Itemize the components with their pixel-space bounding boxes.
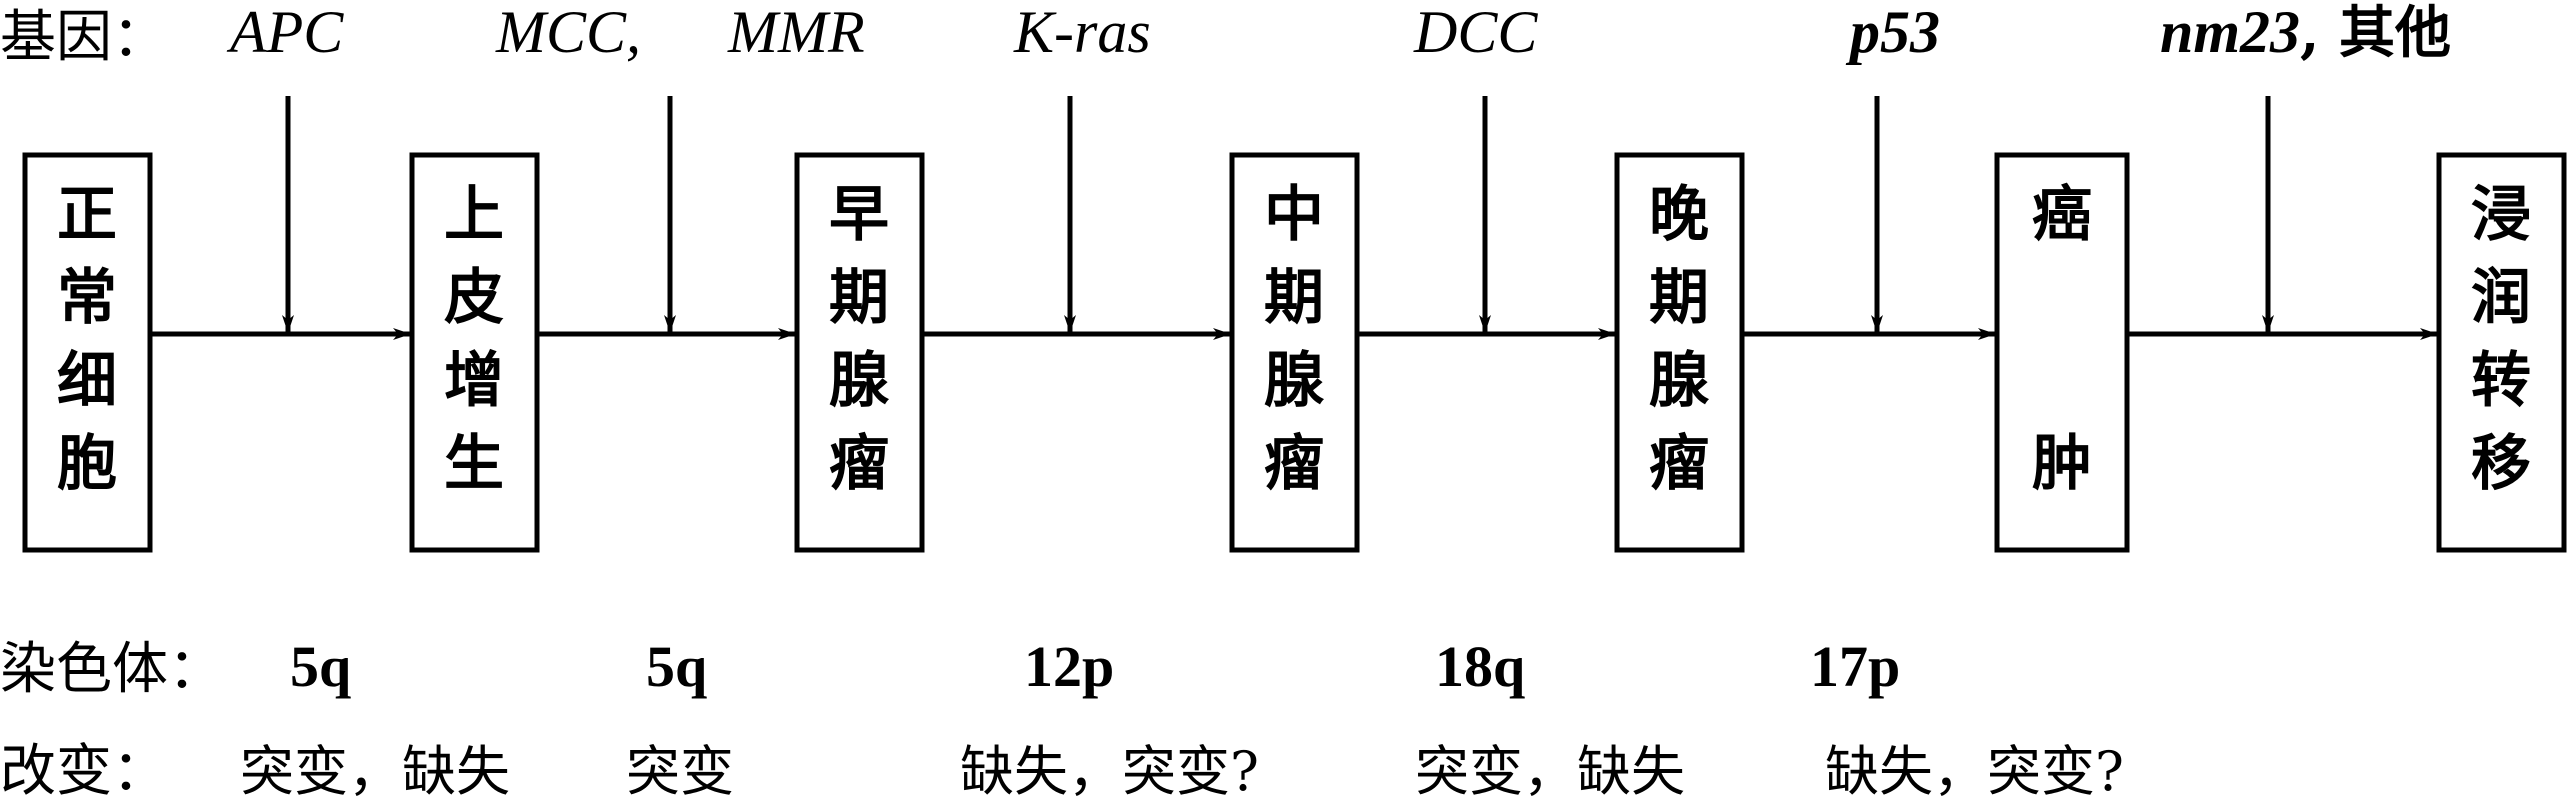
gene-label: APC bbox=[226, 0, 344, 65]
gene-row-label: 基因： bbox=[0, 5, 168, 70]
change-row-label: 改变： bbox=[0, 739, 168, 804]
change-value: 突变 bbox=[626, 740, 734, 803]
change-value: 缺失，突变? bbox=[960, 740, 1259, 803]
stage-char: 上 bbox=[444, 180, 504, 250]
stage-char: 晚 bbox=[1649, 180, 1709, 250]
stage-char: 期 bbox=[1649, 263, 1709, 333]
stage-box-late-adenoma bbox=[1614, 152, 1745, 553]
stage-char: 细 bbox=[57, 346, 117, 416]
gene-label: nm23 bbox=[2160, 0, 2300, 65]
stage-char: 期 bbox=[829, 263, 889, 333]
chromosome-row-label: 染色体： bbox=[0, 637, 224, 702]
change-values: 突变，缺失 突变 缺失，突变? 突变，缺失 缺失，突变? bbox=[240, 740, 2124, 803]
stage-boxes bbox=[22, 152, 2567, 553]
gene-arrows bbox=[282, 96, 2274, 333]
stage-char: 生 bbox=[444, 429, 504, 499]
change-value: 突变，缺失 bbox=[1415, 740, 1685, 803]
stage-box-epithelial-hyperplasia bbox=[409, 152, 540, 553]
stage-box-intermediate-adenoma bbox=[1229, 152, 1360, 553]
change-value: 突变，缺失 bbox=[240, 740, 510, 803]
stage-texts: 正 常 细 胞 上 皮 增 生 早 期 腺 瘤 中 期 腺 瘤 晚 期 腺 瘤 … bbox=[57, 180, 2531, 499]
stage-char: 中 bbox=[1264, 180, 1324, 250]
stage-box-early-adenoma bbox=[794, 152, 925, 553]
chromosome-value: 5q bbox=[290, 634, 351, 699]
stage-char: 腺 bbox=[829, 346, 890, 416]
stage-box-carcinoma bbox=[1994, 152, 2130, 553]
stage-char: 瘤 bbox=[829, 429, 889, 499]
stage-char: 腺 bbox=[1264, 346, 1325, 416]
stage-char: 浸 bbox=[2471, 180, 2531, 250]
stage-char: 转 bbox=[2471, 346, 2531, 416]
stage-char: 常 bbox=[57, 263, 117, 333]
stage-char: 期 bbox=[1264, 263, 1324, 333]
stage-char: 腺 bbox=[1649, 346, 1710, 416]
chromosome-value: 18q bbox=[1435, 634, 1525, 699]
stage-char: 瘤 bbox=[1649, 429, 1709, 499]
gene-label: DCC bbox=[1413, 0, 1538, 65]
gene-label: MMR bbox=[727, 0, 865, 65]
stage-box-normal-cells bbox=[22, 152, 153, 553]
stage-char: 胞 bbox=[57, 429, 117, 499]
stage-char: 早 bbox=[829, 180, 889, 250]
chromosome-value: 5q bbox=[646, 634, 707, 699]
stage-char: 瘤 bbox=[1264, 429, 1324, 499]
stage-char: 增 bbox=[444, 346, 504, 416]
gene-label: K-ras bbox=[1013, 0, 1151, 65]
change-value: 缺失，突变? bbox=[1825, 740, 2124, 803]
stage-char: 润 bbox=[2471, 263, 2531, 333]
stage-char: 移 bbox=[2471, 429, 2531, 499]
stage-char: 癌 bbox=[2032, 180, 2092, 250]
chromosome-values: 5q 5q 12p 18q 17p bbox=[290, 634, 1900, 699]
chromosome-value: 17p bbox=[1810, 634, 1900, 699]
gene-label-suffix: , 其他 bbox=[2300, 0, 2451, 66]
stage-char: 肿 bbox=[2032, 429, 2092, 499]
chromosome-value: 12p bbox=[1024, 634, 1114, 699]
stage-char: 正 bbox=[57, 180, 117, 250]
stage-char: 皮 bbox=[444, 263, 504, 333]
gene-label: MCC, bbox=[495, 0, 641, 65]
gene-label: p53 bbox=[1845, 0, 1940, 65]
stage-box-invasion-metastasis bbox=[2436, 152, 2567, 553]
